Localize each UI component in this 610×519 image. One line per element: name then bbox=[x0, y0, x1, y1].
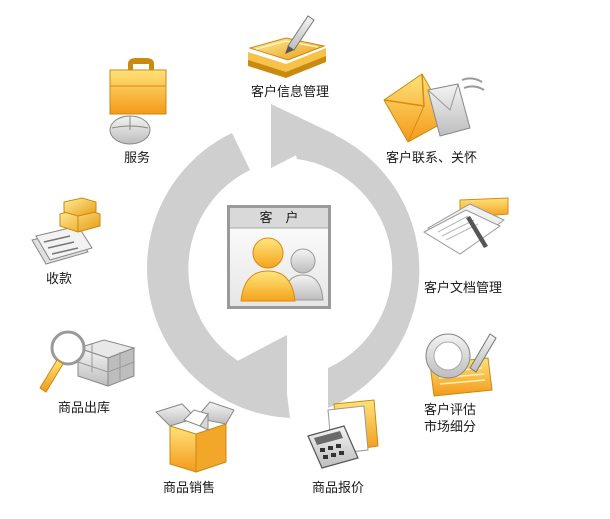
label-sales: 商品销售 bbox=[163, 481, 216, 496]
calculator-icon bbox=[307, 399, 379, 469]
open-box-icon bbox=[155, 401, 235, 473]
notebook-pen-icon bbox=[248, 15, 326, 78]
customer-card bbox=[227, 205, 331, 309]
notepad-pen-icon bbox=[425, 333, 497, 397]
label-evaluation: 客户评估 市场细分 bbox=[424, 402, 476, 436]
briefcase-mouse-icon bbox=[109, 58, 167, 145]
cycle-arc-right bbox=[287, 121, 420, 408]
cycle-arc-left bbox=[147, 133, 290, 418]
label-payment: 收款 bbox=[46, 272, 73, 287]
envelope-icon bbox=[383, 73, 485, 143]
cycle-arrowhead-top bbox=[271, 104, 336, 168]
cycle-arrowhead-bottom bbox=[226, 335, 287, 409]
customer-card-title: 客 户 bbox=[259, 211, 299, 226]
gold-money-icon bbox=[31, 197, 101, 265]
magnifier-boxes-icon bbox=[39, 330, 136, 393]
label-outbound: 商品出库 bbox=[58, 401, 111, 416]
label-evaluation-line2: 市场细分 bbox=[424, 420, 477, 435]
customer-people-icon bbox=[240, 237, 324, 302]
label-contact-care: 客户联系、关怀 bbox=[386, 151, 478, 166]
documents-pen-icon bbox=[422, 197, 509, 255]
label-service: 服务 bbox=[124, 151, 151, 166]
label-customer-info: 客户信息管理 bbox=[251, 85, 330, 100]
label-evaluation-line1: 客户评估 bbox=[424, 403, 477, 418]
cycle-arrows bbox=[147, 104, 420, 418]
label-quotation: 商品报价 bbox=[312, 481, 365, 496]
label-documents: 客户文档管理 bbox=[424, 281, 503, 296]
